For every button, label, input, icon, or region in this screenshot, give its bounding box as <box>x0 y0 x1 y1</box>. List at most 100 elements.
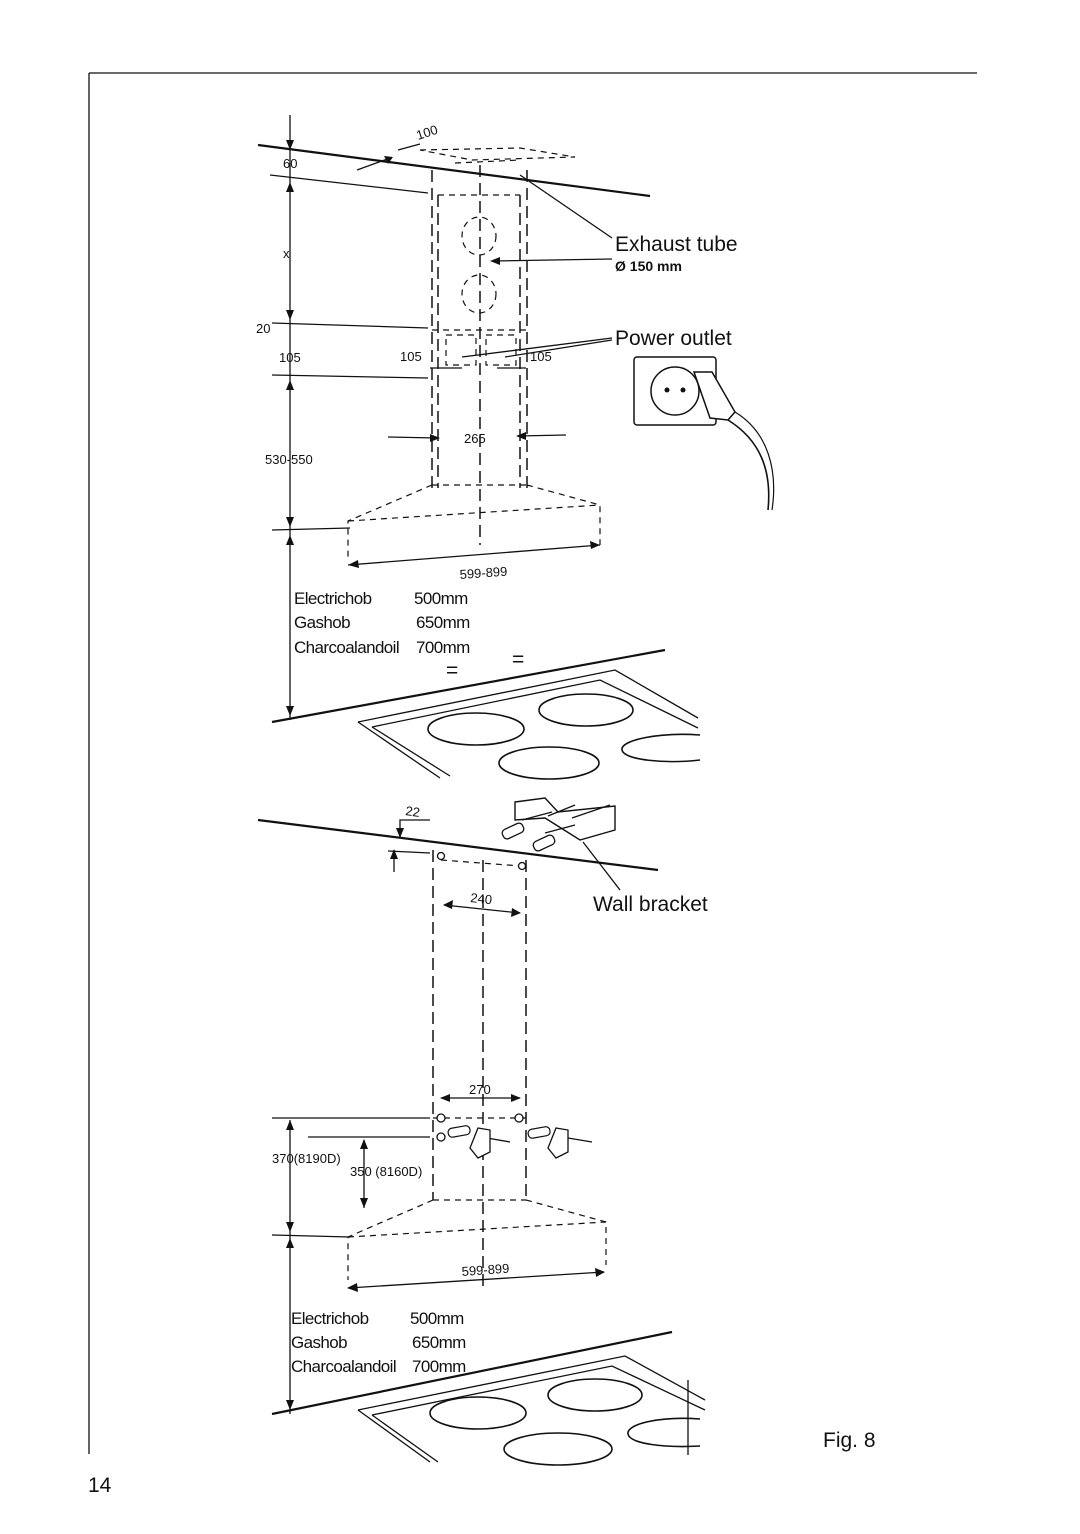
screw-hole-icon <box>436 1113 446 1123</box>
dim-22-leader <box>399 819 430 837</box>
table-row-name: Gashob <box>294 613 350 632</box>
arrow-icon <box>286 535 294 545</box>
dim-x: x <box>283 246 290 261</box>
exhaust-leader-line <box>519 174 613 239</box>
dim-599-899-line <box>347 544 601 566</box>
exhaust-circle-upper <box>461 216 497 256</box>
arrow-icon <box>511 1094 521 1102</box>
page-frame <box>88 72 977 1454</box>
arrow-icon <box>286 140 294 150</box>
lower-bracket-icons <box>447 1125 593 1159</box>
arrow-icon <box>595 1268 605 1277</box>
exhaust-circle-lower <box>461 274 497 314</box>
dim-105-left: 105 <box>279 350 301 365</box>
outlet-box-right <box>485 334 517 366</box>
countertop-line-lower <box>271 1330 673 1416</box>
exhaust-tube-label: Exhaust tube <box>615 233 738 256</box>
equal-sign-right: = <box>512 648 524 671</box>
table-row-value: 500mm <box>410 1309 464 1328</box>
hob-inner-outline <box>371 679 699 729</box>
countertop-line <box>271 648 666 724</box>
dim-530-ext <box>271 527 351 531</box>
dim-60: 60 <box>283 156 297 171</box>
page-number: 14 <box>88 1474 112 1497</box>
hood-lower-front <box>347 1221 607 1238</box>
hob-lower-back <box>357 1355 706 1411</box>
table-row-value: 700mm <box>412 1357 466 1376</box>
arrow-icon <box>516 432 526 440</box>
arrow-icon <box>286 380 294 390</box>
arrow-icon <box>286 517 294 527</box>
dim-240-line <box>443 904 521 914</box>
hob-inner-left <box>371 726 451 777</box>
arrow-icon <box>348 560 359 568</box>
wall-bracket-icon <box>501 797 616 852</box>
hood-lower-left <box>347 1199 434 1280</box>
ceiling-line-lower <box>257 818 659 872</box>
dim-240: 240 <box>470 890 493 907</box>
power-socket-icon <box>633 356 775 511</box>
ceiling-line <box>257 143 651 198</box>
dim-100: 100 <box>414 122 439 143</box>
table-row-value: 650mm <box>416 613 470 632</box>
dim-599-899-lower: 599-899 <box>461 1261 510 1279</box>
exhaust-diameter: Ø 150 mm <box>615 258 682 274</box>
arrow-icon <box>286 182 294 192</box>
arrow-icon <box>286 310 294 320</box>
hood-front-edge <box>347 504 601 522</box>
mounting-table-bottom: Electrichob 500mm Gashob 650mm Charcoala… <box>291 1309 467 1376</box>
burner-back-right <box>547 1378 643 1412</box>
arrow-icon <box>511 908 521 917</box>
arrow-icon <box>347 1283 358 1292</box>
arrow-icon <box>430 434 440 442</box>
table-row-value: 500mm <box>414 589 468 608</box>
hood-left-edge <box>347 484 433 560</box>
dim-20: 20 <box>256 321 270 336</box>
screw-hole-icon <box>517 861 527 871</box>
hob-outline-back <box>357 669 699 723</box>
arrow-icon <box>360 1139 368 1149</box>
dim-370-bottom <box>271 1234 351 1238</box>
hob-lower-inner-left <box>371 1414 439 1463</box>
hob-lower-left <box>357 1409 431 1463</box>
burner-back-left <box>429 1396 527 1430</box>
table-row-value: 700mm <box>416 638 470 657</box>
hood-lower-right <box>525 1199 607 1265</box>
dim-270: 270 <box>469 1082 491 1097</box>
arrow-icon <box>443 900 453 909</box>
burner-front-right <box>627 1417 701 1448</box>
table-row-name: Charcoalandoil <box>294 638 399 657</box>
wall-bracket-label: Wall bracket <box>593 893 708 916</box>
burner-back-right <box>538 693 634 727</box>
dim-22-ext <box>387 850 431 854</box>
hood-right-edge <box>526 484 601 545</box>
dim-370: 370(8190D) <box>272 1151 341 1166</box>
screw-hole-icon <box>436 1132 446 1142</box>
arrow-icon <box>390 849 398 859</box>
arrow-icon <box>286 706 294 716</box>
dim-530-550: 530-550 <box>265 452 313 467</box>
arrow-icon <box>384 156 393 164</box>
burner-front-right <box>621 733 701 763</box>
dim-599-899: 599-899 <box>459 564 508 582</box>
ceiling-plate-line <box>454 159 521 164</box>
arrow-icon <box>286 1222 294 1232</box>
exhaust-pointer-line <box>491 258 613 262</box>
dim-105-mid: 105 <box>400 349 422 364</box>
ceiling-plate-outline <box>419 147 576 161</box>
dim-599-899-lower-line <box>347 1271 605 1289</box>
arrow-icon <box>286 1238 294 1248</box>
arrow-icon <box>286 1120 294 1130</box>
dim-60-ext <box>269 174 429 194</box>
screw-hole-icon <box>436 851 446 861</box>
dim-20-ext <box>271 322 429 329</box>
screw-hole-icon <box>514 1113 524 1123</box>
table-row-name: Charcoalandoil <box>291 1357 396 1376</box>
burner-back-left <box>427 712 525 746</box>
equal-sign-left: = <box>446 659 458 682</box>
dim-60-arrow <box>356 157 391 171</box>
dim-265: 265 <box>464 431 486 446</box>
dim-350: 350 (8160D) <box>350 1164 422 1179</box>
